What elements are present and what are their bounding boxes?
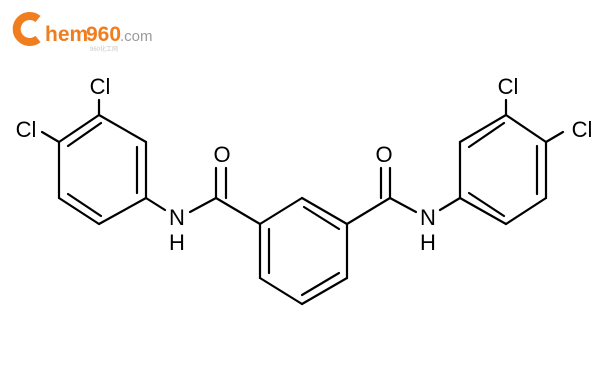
- bond: [544, 130, 565, 144]
- atom-n-right: N: [420, 205, 436, 230]
- bond: [300, 196, 349, 226]
- bond: [97, 113, 148, 144]
- atom-o-right: O: [375, 142, 392, 167]
- bond: [57, 196, 101, 226]
- bond: [188, 196, 218, 214]
- logo-subtitle: 960化工网: [90, 45, 118, 53]
- bond: [345, 196, 392, 226]
- logo-dotcom-text: .com: [120, 28, 153, 45]
- atom-cl-left-top: Cl: [90, 74, 111, 99]
- bond: [97, 196, 148, 226]
- bond-lines: [40, 98, 565, 306]
- bond-double-inner: [66, 192, 103, 218]
- bond: [57, 113, 101, 144]
- atom-labels: Cl Cl N H O O N H Cl Cl: [16, 74, 593, 255]
- atom-h-right: H: [420, 230, 436, 255]
- atom-n-left: N: [169, 205, 185, 230]
- bond: [504, 196, 548, 226]
- bond: [258, 196, 304, 226]
- bond-double-inner: [302, 205, 341, 231]
- atom-cl-right-outer: Cl: [572, 117, 593, 142]
- bond: [258, 276, 304, 306]
- bond-double-inner: [300, 271, 341, 297]
- logo-c-shape: [12, 12, 41, 46]
- bond: [214, 196, 262, 226]
- site-logo[interactable]: hem 960 .com 960化工网: [12, 12, 153, 53]
- bond: [504, 113, 548, 144]
- atom-o-left: O: [213, 142, 230, 167]
- logo-digits-text: 960: [86, 23, 121, 46]
- bond-double-inner: [66, 121, 103, 148]
- bond-double-inner: [467, 191, 506, 218]
- bond: [388, 196, 418, 214]
- atom-cl-left-outer: Cl: [16, 117, 37, 142]
- bond: [144, 196, 167, 212]
- bond: [438, 196, 462, 212]
- atom-h-left: H: [169, 230, 185, 255]
- bond: [458, 196, 508, 226]
- bond: [458, 113, 508, 144]
- atom-cl-right-top: Cl: [498, 74, 519, 99]
- bond: [40, 130, 61, 144]
- logo-hem-text: hem: [45, 23, 88, 46]
- bond: [300, 276, 349, 306]
- bond-double-inner: [467, 121, 506, 149]
